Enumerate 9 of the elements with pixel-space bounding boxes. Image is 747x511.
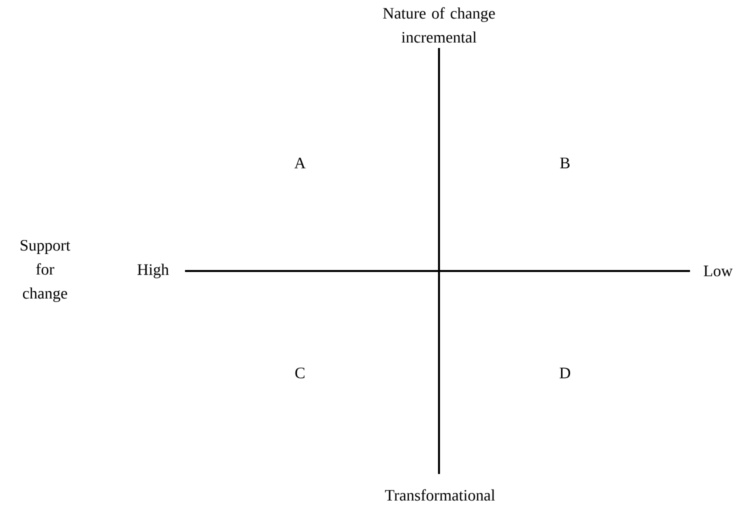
quadrant-label: D xyxy=(560,368,570,378)
quadrant-label: B xyxy=(560,158,570,168)
axis-label: Nature of change incremental xyxy=(383,7,495,43)
axis-label: Low xyxy=(704,266,733,276)
axis-label: High xyxy=(137,264,169,278)
quadrant-label: C xyxy=(295,368,304,378)
axis-label: Support for change xyxy=(20,240,70,302)
quadrant-label: A xyxy=(294,158,306,168)
axis-label: Transformational xyxy=(385,489,495,501)
